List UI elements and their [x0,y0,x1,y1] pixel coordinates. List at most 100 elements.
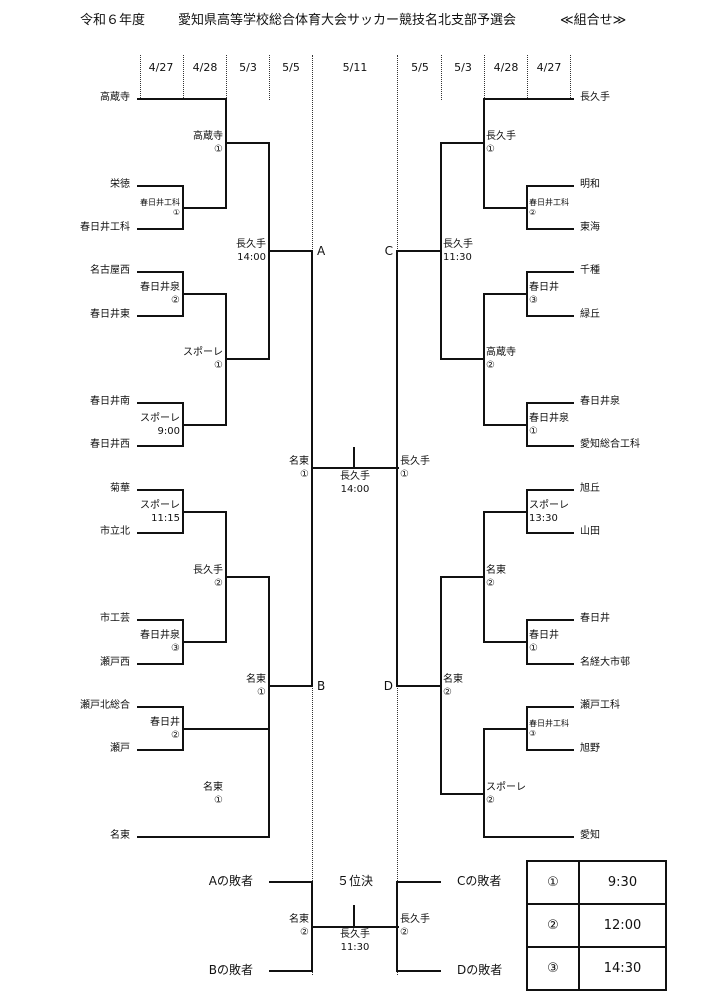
venue-number: ① [529,643,538,654]
venue-time-cell: 12:00 [578,903,667,948]
result-team: スポーレ [486,782,526,793]
block-label-a: A [317,244,326,258]
venue-time-cell: 14:30 [578,946,667,991]
bracket-line [484,98,574,100]
result-team: 春日井 [529,630,559,641]
venue-number: ② [400,927,409,938]
bracket-line [527,402,574,404]
bracket-line [137,619,184,621]
result-team: 名東 [443,674,463,685]
venue-number: ② [214,578,223,589]
result-team: 長久手 [400,914,430,925]
team-name: 春日井工科 [80,222,130,233]
bracket-line [137,489,184,491]
venue-time-table: ① 9:30 ② 12:00 ③ 14:30 [526,860,667,991]
date-header: 4/27 [536,61,562,74]
result-team: 名東 [203,782,223,793]
bracket-line [137,271,184,273]
team-name: 名東 [110,830,130,841]
bracket-line [137,749,184,751]
venue-number: ② [529,208,537,217]
bracket-line [268,250,313,252]
team-name: 市立北 [100,526,130,537]
team-name: 春日井 [580,613,610,624]
bracket-line [353,905,355,927]
bracket-line [182,424,227,426]
result-team: 名東 [246,674,266,685]
bracket-line [397,250,442,252]
team-name: 春日井南 [90,396,130,407]
result-team: 春日井工科 [529,198,569,207]
match-time: 14:00 [237,252,266,263]
team-name: 春日井泉 [580,396,620,407]
venue-number: ① [214,144,223,155]
team-name: 名古屋西 [90,265,130,276]
result-team: 名東 [289,456,309,467]
bracket-line [484,728,528,730]
match-time: 11:30 [443,252,472,263]
bracket-line [484,836,574,838]
venue-number: ① [214,795,223,806]
bracket-line [269,970,313,972]
fifth-place-time: 11:30 [340,942,370,953]
venue-number: ② [171,730,180,741]
date-header: 4/28 [192,61,218,74]
venue-number: ① [486,144,495,155]
block-label-b: B [317,679,326,693]
column-divider [269,55,270,100]
team-name: 愛知総合工科 [580,439,640,450]
bracket-line [484,207,528,209]
bracket-line [440,576,485,578]
venue-number: ① [257,687,266,698]
result-team: 春日井 [529,282,559,293]
venue-number: ① [529,426,538,437]
result-team: スポーレ [529,500,569,511]
bracket-line [225,98,227,209]
bracket-line [397,881,441,883]
bracket-line [527,271,574,273]
team-name: 栄徳 [110,179,130,190]
bracket-line [225,576,270,578]
bracket-line [268,576,270,838]
bracket-line [137,532,184,534]
bracket-line [225,142,270,144]
result-team: 高蔵寺 [193,131,223,142]
date-header: 5/5 [411,61,429,74]
venue-number: ② [171,295,180,306]
bracket-line [268,685,313,687]
result-team: 長久手 [400,456,430,467]
title-name: 愛知県高等学校総合体育大会サッカー競技名北支部予選会 [178,13,517,28]
bracket-line [137,706,184,708]
team-name: 瀬戸西 [100,657,130,668]
bracket-line [311,926,399,928]
column-divider [484,55,485,100]
bracket-line [527,532,574,534]
result-team: 名東 [486,565,506,576]
bracket-line [527,445,574,447]
team-name: 東海 [580,222,600,233]
table-row: ② 12:00 [526,903,667,948]
bracket-line [484,293,528,295]
venue-time-cell: 9:30 [578,860,667,905]
team-name: 愛知 [580,830,600,841]
bracket-line [137,228,184,230]
bracket-line [527,619,574,621]
bracket-line [484,641,528,643]
venue-number: ② [300,927,309,938]
bracket-line [182,728,270,730]
team-name: 緑丘 [580,309,600,320]
venue-number: ③ [529,729,537,738]
bracket-line [137,836,270,838]
bracket-line [397,970,441,972]
team-name: 名経大市邨 [580,657,630,668]
venue-number: ③ [529,295,538,306]
result-team: 春日井泉 [140,630,180,641]
block-label-c: C [384,244,393,258]
title-tag: ≪組合せ≫ [560,13,627,28]
column-divider [527,55,528,100]
team-name: 高蔵寺 [100,92,130,103]
bracket-line [182,207,227,209]
final-winner: 長久手 [340,471,370,482]
team-name: 菊華 [110,483,130,494]
bracket-line [137,445,184,447]
